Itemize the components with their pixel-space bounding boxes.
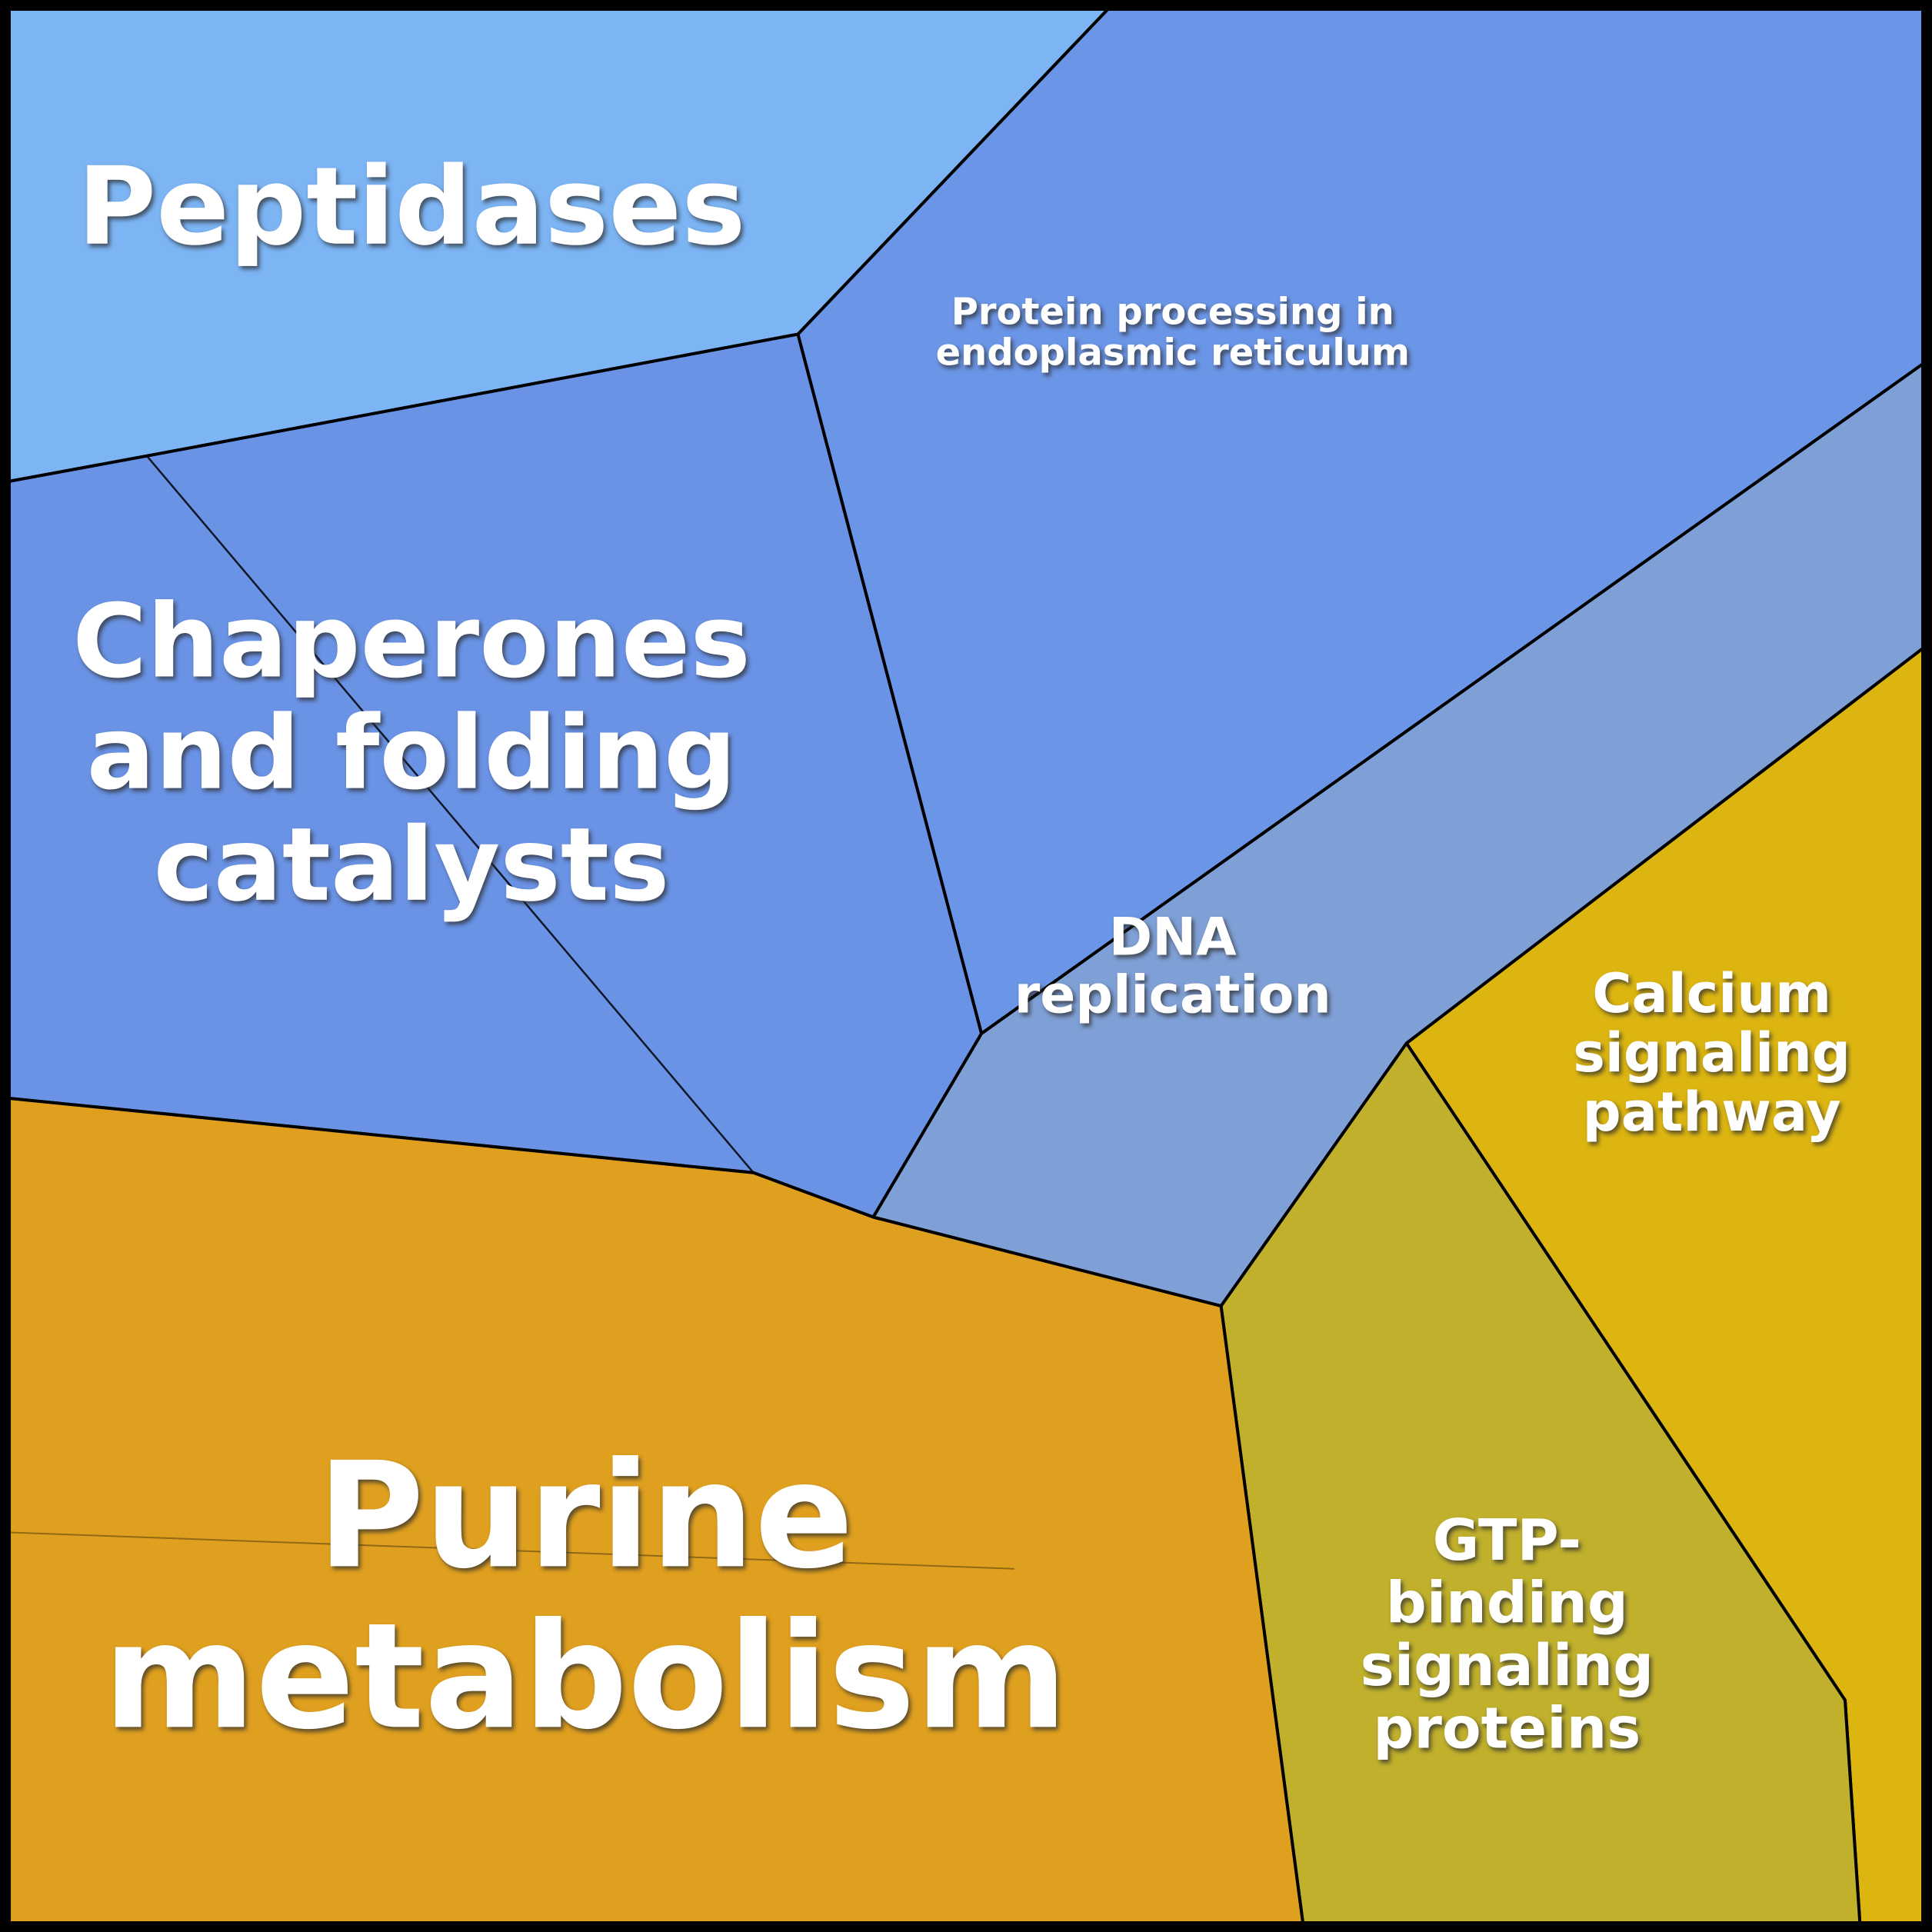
sub-border-1 <box>0 1531 1014 1570</box>
label-peptidases: Peptidases <box>78 144 746 269</box>
sub-border-0 <box>145 455 754 1174</box>
